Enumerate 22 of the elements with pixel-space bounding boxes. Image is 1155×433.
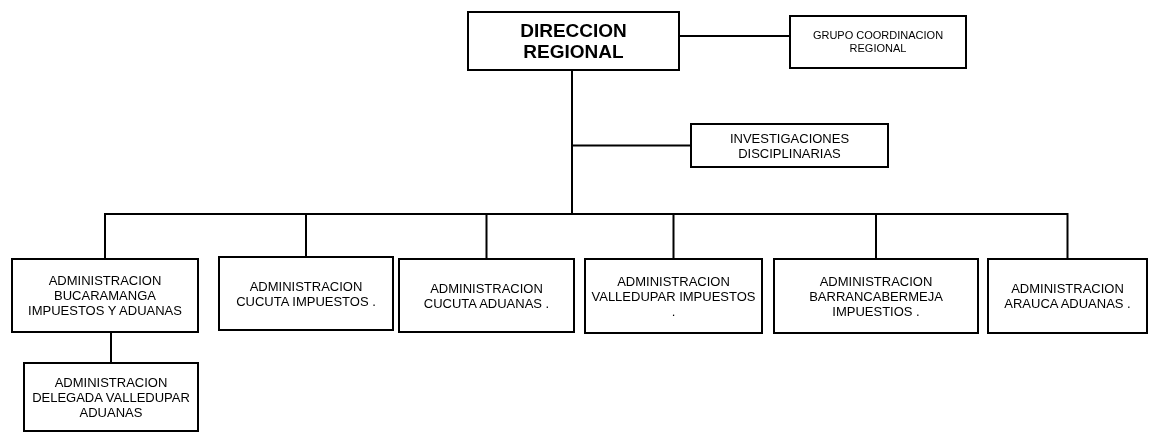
connector-line (679, 35, 790, 37)
org-box (584, 258, 763, 334)
unit-name: ADMINISTRACION ARAUCA ADUANAS . (1003, 281, 1132, 311)
unit-name: GRUPO COORDINACION REGIONAL (811, 29, 945, 55)
org-box (23, 362, 199, 432)
unit-name: ADMINISTRACION CUCUTA ADUANAS . (422, 280, 551, 311)
org-box (789, 15, 967, 69)
org-box (467, 11, 680, 71)
org-box (398, 258, 575, 333)
org-box (218, 256, 394, 331)
org-box (773, 258, 979, 334)
unit-name: DIRECCION REGIONAL (519, 20, 628, 62)
org-box (987, 258, 1148, 334)
connector-line (110, 332, 112, 363)
unit-name: ADMINISTRACION DELEGADA VALLEDUPAR ADUANAS (31, 374, 191, 420)
unit-name: INVESTIGACIONES DISCIPLINARIAS (728, 130, 851, 161)
unit-name: ADMINISTRACION BARRANCABERMEJA IMPUESTIOS . (808, 273, 944, 319)
org-box (690, 123, 889, 168)
org-box (11, 258, 199, 333)
unit-name: ADMINISTRACION CUCUTA IMPUESTOS . (235, 278, 377, 309)
unit-name: ADMINISTRACION VALLEDUPAR IMPUESTOS . (590, 273, 757, 319)
unit-name: ADMINISTRACION BUCARAMANGA IMPUESTOS Y ADUANAS (27, 273, 183, 318)
